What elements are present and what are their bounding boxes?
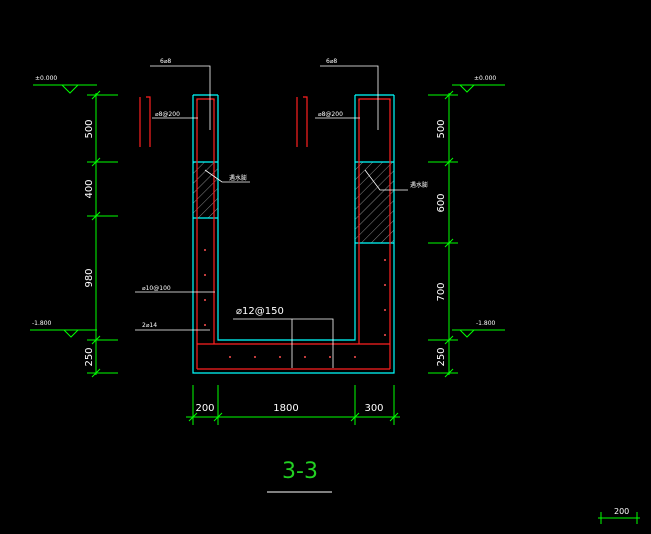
right-dim-250: 250 — [436, 347, 447, 366]
label-right-stirrup: ⌀8@200 — [318, 111, 343, 118]
scale-bar-label: 200 — [614, 507, 629, 516]
rebar-dots — [204, 249, 386, 358]
left-dimension-chain — [87, 90, 118, 378]
label-corner-bars: 2⌀14 — [142, 322, 157, 329]
rebar-cage — [139, 96, 391, 370]
scale-bar — [598, 512, 640, 524]
left-elevation-bottom: -1.800 — [32, 320, 52, 327]
left-elevation-bottom-marker — [30, 329, 97, 338]
left-dim-980: 980 — [84, 268, 95, 287]
right-dim-700: 700 — [436, 282, 447, 301]
right-elevation-bottom: -1.800 — [476, 320, 496, 327]
left-dim-400: 400 — [84, 179, 95, 198]
right-dim-500: 500 — [436, 119, 447, 138]
right-elevation-top: ±0.000 — [474, 75, 496, 82]
right-elevation-top-marker — [452, 84, 505, 93]
bottom-dim-200: 200 — [195, 403, 214, 414]
label-left-waterstop: 遇水膨 — [229, 174, 247, 182]
right-elevation-bottom-marker — [452, 329, 505, 338]
bottom-dim-300: 300 — [364, 403, 383, 414]
left-elevation-top: ±0.000 — [35, 75, 57, 82]
bottom-dimension-chain — [186, 385, 400, 425]
left-dim-250: 250 — [84, 347, 95, 366]
label-left-top-bars: 6⌀8 — [160, 58, 171, 65]
label-left-stirrup: ⌀8@200 — [155, 111, 180, 118]
label-wall-bars: ⌀10@100 — [142, 285, 171, 292]
leader-lines — [135, 65, 408, 368]
bottom-dim-1800: 1800 — [273, 403, 298, 414]
label-base-bars: ⌀12@150 — [236, 306, 284, 317]
right-waterstop-hatch — [355, 162, 394, 243]
section-title: 3-3 — [282, 459, 318, 484]
label-right-top-bars: 6⌀8 — [326, 58, 337, 65]
right-dim-600: 600 — [436, 193, 447, 212]
label-right-waterstop: 遇水膨 — [410, 181, 428, 189]
left-elevation-top-marker — [33, 84, 97, 94]
right-dimension-chain — [428, 90, 458, 378]
left-dim-500: 500 — [84, 119, 95, 138]
